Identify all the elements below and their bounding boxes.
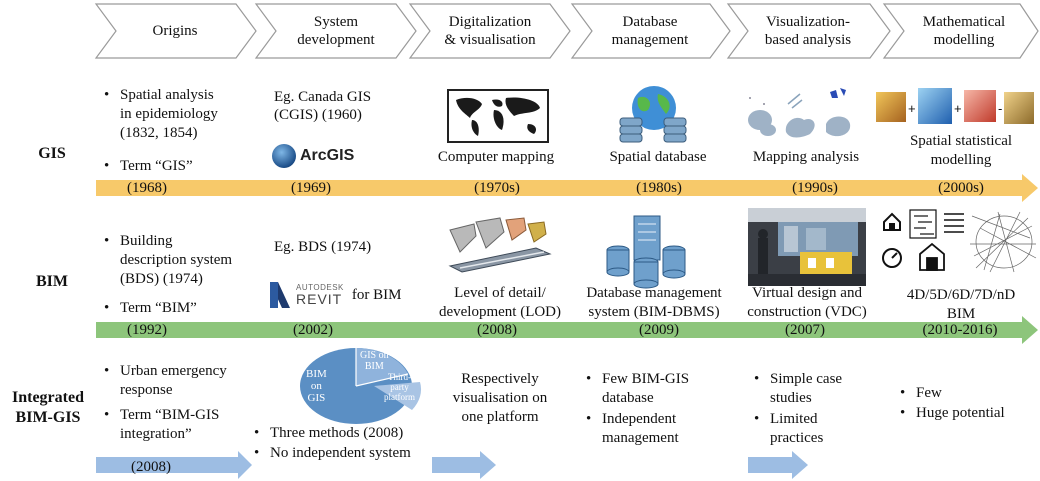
bim-year-system: (2002): [293, 322, 333, 338]
gauge-icon: [882, 248, 902, 268]
row-label-integrated: Integrated BIM-GIS: [12, 389, 84, 426]
chevron-database: [570, 3, 731, 59]
house-icon: [883, 212, 901, 231]
svg-text:+: +: [908, 101, 916, 116]
stage-origins: Origins: [152, 23, 198, 39]
gis-year-modelling: (2000s): [938, 180, 984, 196]
bim-year-database: (2009): [639, 322, 679, 338]
integration-methods-pie: [300, 348, 422, 424]
stage-modelling: Mathematical modelling: [922, 14, 1006, 48]
gis-modelling-caption: Spatial statistical modelling: [909, 133, 1013, 168]
svg-text:+: +: [954, 101, 962, 116]
gis-year-database: (1980s): [636, 180, 682, 196]
bim-digital-caption: Level of detail/ development (LOD): [438, 285, 562, 320]
list-icon: [944, 213, 964, 233]
integrated-arrow-analysis: [748, 451, 808, 479]
globe-icon: [272, 144, 296, 168]
gis-year-analysis: (1990s): [792, 180, 838, 196]
arcgis-logo: ArcGIS: [272, 142, 354, 170]
integrated-analysis-bullet-2: •Limited practices: [754, 411, 824, 446]
integrated-year-origins: (2008): [131, 459, 171, 475]
revit-logo: AUTODESK REVIT for BIM: [270, 280, 401, 310]
chevron-modelling: [882, 3, 1039, 59]
gantt-icon: [909, 209, 937, 239]
row-label-bim: BIM: [36, 273, 68, 290]
gis-arrow: [96, 174, 1038, 202]
integrated-arrow-digital: [432, 451, 496, 479]
mapping-analysis-icon: [748, 88, 851, 138]
gis-year-origins: (1968): [127, 180, 167, 196]
stage-database: Database management: [611, 14, 689, 48]
chevron-digital: [408, 3, 571, 59]
gis-system-dev-text: Eg. Canada GIS (CGIS) (1960): [274, 89, 372, 123]
pie-label-third-party: Third- party platform: [384, 372, 415, 402]
wireframe-icon: [970, 211, 1037, 273]
spatial-database-icon: [619, 86, 687, 143]
bim-year-modelling: (2010-2016): [922, 322, 998, 338]
stage-digitalization: Digitalization & visualisation: [444, 14, 536, 48]
statistical-modelling-icon: + + -: [876, 88, 1034, 124]
pie-label-bim-on-gis: BIM on GIS: [306, 368, 327, 404]
bim-origins-bullet-1: •Building description system (BDS) (1974…: [104, 233, 233, 287]
gis-analysis-caption: Mapping analysis: [752, 149, 860, 165]
world-map-icon: [447, 89, 549, 143]
integrated-database-bullet-1: •Few BIM-GIS database: [586, 371, 690, 406]
integrated-origins-bullet-1: •Urban emergency response: [104, 363, 227, 398]
pie-label-gis-on-bim: GIS on BIM: [360, 350, 389, 372]
gis-database-caption: Spatial database: [609, 149, 707, 165]
integrated-system-bullet-1: •Three methods (2008): [254, 425, 404, 441]
chevron-analysis: [726, 3, 891, 59]
integrated-analysis-bullet-1: •Simple case studies: [754, 371, 843, 406]
integrated-digital-caption: Respectively visualisation on one platfo…: [452, 371, 548, 425]
bim-year-origins: (1992): [127, 322, 167, 338]
gis-year-digital: (1970s): [474, 180, 520, 196]
revit-r-icon: [270, 282, 290, 308]
gis-origins-bullet-2: •Term “GIS”: [104, 158, 193, 174]
gis-origins-bullet-1: •Spatial analysis in epidemiology (1832,…: [104, 87, 218, 141]
bim-year-digital: (2008): [477, 322, 517, 338]
chevron-system: [254, 3, 417, 59]
bim-database-caption: Database management system (BIM-DBMS): [586, 285, 722, 320]
svg-text:-: -: [998, 101, 1002, 116]
vdc-photo: [748, 208, 866, 286]
eco-house-icon: [919, 242, 945, 271]
lod-icon: [448, 217, 552, 273]
bim-arrow: [96, 316, 1038, 344]
bim-system-dev-text: Eg. BDS (1974): [274, 239, 372, 255]
integrated-system-bullet-2: •No independent system: [254, 445, 411, 461]
bim-origins-bullet-2: •Term “BIM”: [104, 300, 197, 316]
nd-bim-icons: [882, 209, 1037, 273]
header-chevrons: [94, 3, 1039, 59]
integrated-modelling-bullet-2: •Huge potential: [900, 405, 1005, 421]
gis-digital-caption: Computer mapping: [437, 149, 555, 165]
stage-analysis: Visualization- based analysis: [764, 14, 852, 48]
row-label-gis: GIS: [38, 145, 66, 162]
integrated-database-bullet-2: •Independent management: [586, 411, 679, 446]
chevron-origins: [94, 3, 257, 59]
integrated-origins-bullet-2: •Term “BIM-GIS integration”: [104, 407, 220, 442]
integrated-arrow-origins: [96, 451, 252, 479]
integrated-modelling-bullet-1: •Few: [900, 385, 942, 401]
bim-modelling-caption: 4D/5D/6D/7D/nD BIM: [906, 287, 1016, 322]
stage-system-development: System development: [297, 14, 375, 48]
bim-dbms-icon: [606, 215, 686, 289]
bim-year-analysis: (2007): [785, 322, 825, 338]
bim-analysis-caption: Virtual design and construction (VDC): [747, 285, 867, 320]
gis-year-system: (1969): [291, 180, 331, 196]
